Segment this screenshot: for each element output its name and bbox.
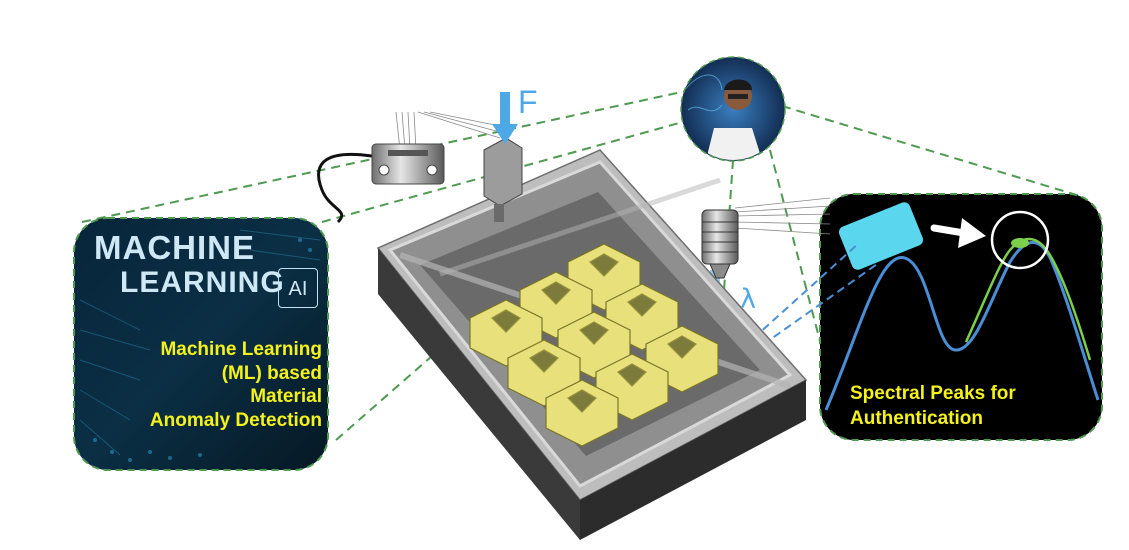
ml-title-line2: LEARNING [120, 266, 285, 299]
spectral-caption-line: Spectral Peaks for [850, 383, 1016, 404]
wavelength-label: λ [740, 284, 756, 315]
load-cell [371, 143, 445, 185]
spectrum-peak-highlight [964, 237, 1092, 361]
ml-title: MACHINE LEARNING [94, 230, 285, 300]
ml-panel [73, 217, 329, 471]
objective-lens [701, 209, 739, 279]
ml-caption-line: Machine Learning [160, 339, 322, 360]
spectral-caption: Spectral Peaks for Authentication [850, 381, 1090, 431]
sensor-cable [317, 152, 373, 224]
resonator-array [469, 243, 719, 447]
ml-caption: Machine Learning (ML) based Material Ano… [78, 338, 322, 432]
sensor-chip [838, 202, 924, 270]
force-arrow-icon [492, 92, 518, 144]
right-arrow-icon [930, 218, 986, 248]
spectral-caption-line: Authentication [850, 408, 983, 429]
ml-caption-line: (ML) based [221, 362, 322, 384]
force-label: F [518, 84, 538, 120]
researcher-avatar [680, 56, 786, 162]
ai-badge: AI [278, 268, 318, 308]
ml-caption-line: Material [250, 386, 322, 407]
spectrum-curve [824, 241, 1100, 411]
ml-caption-line: Anomaly Detection [149, 409, 322, 431]
peak-circle [990, 210, 1050, 270]
ml-title-line1: MACHINE [94, 229, 255, 266]
spectral-panel [819, 193, 1103, 441]
